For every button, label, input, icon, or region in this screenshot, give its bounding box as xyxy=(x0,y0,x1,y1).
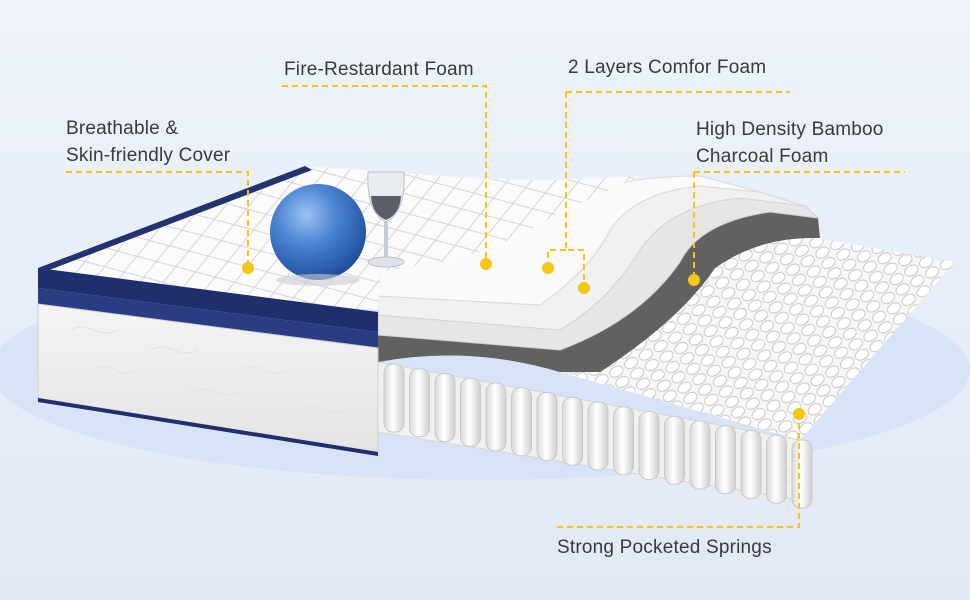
spring-coil xyxy=(536,392,558,461)
spring-coil xyxy=(664,415,685,485)
spring-coil xyxy=(409,368,430,438)
spring-coil xyxy=(638,411,660,480)
spring-coil xyxy=(434,373,456,442)
label-fire-foam: Fire-Restardant Foam xyxy=(284,59,474,80)
spring-coil xyxy=(740,430,762,499)
spring-coil xyxy=(383,363,405,433)
spring-coil xyxy=(715,425,736,495)
label-comfort-foam: 2 Layers Comfor Foam xyxy=(568,57,767,78)
navy-cover-band xyxy=(38,268,378,332)
callout-dots xyxy=(242,258,805,420)
pocketed-springs xyxy=(383,363,813,509)
label-cover-line1: Breathable & xyxy=(66,118,179,139)
spring-coil xyxy=(460,377,481,447)
wine-glass xyxy=(367,171,405,268)
label-cover-line2: Skin-friendly Cover xyxy=(66,145,231,166)
spring-coil xyxy=(791,439,813,509)
spring-coil xyxy=(587,401,609,471)
spring-coil xyxy=(511,387,532,457)
label-cover: Breathable & Skin-friendly Cover xyxy=(66,115,230,169)
spring-coil xyxy=(562,396,583,466)
label-bamboo-line1: High Density Bamboo xyxy=(696,119,884,140)
spring-coil xyxy=(485,382,507,452)
blue-ball xyxy=(270,184,366,280)
spring-coil xyxy=(613,406,634,476)
label-bamboo-line2: Charcoal Foam xyxy=(696,146,829,167)
spring-coil xyxy=(766,434,787,504)
label-bamboo-foam: High Density Bamboo Charcoal Foam xyxy=(696,116,884,170)
spring-coil xyxy=(689,420,711,490)
callout-lines xyxy=(66,85,905,528)
label-springs: Strong Pocketed Springs xyxy=(557,537,772,558)
